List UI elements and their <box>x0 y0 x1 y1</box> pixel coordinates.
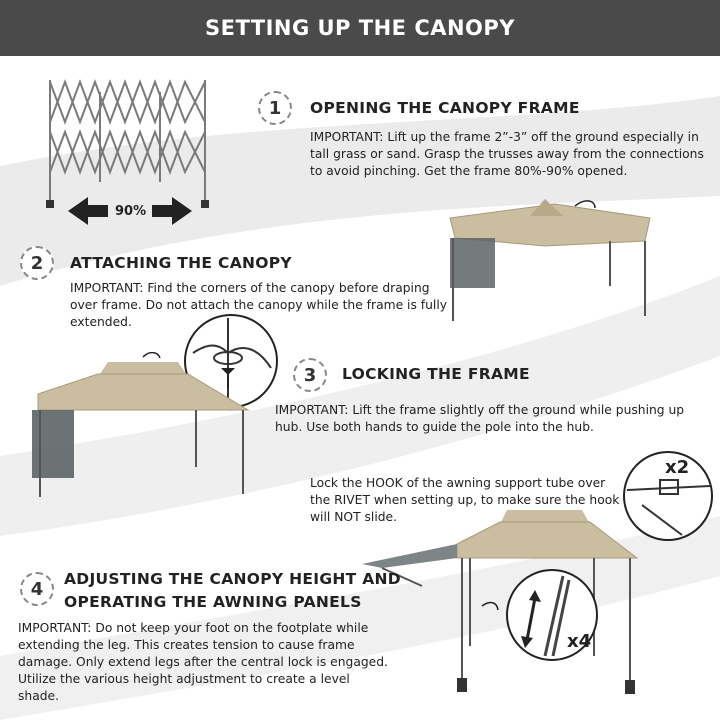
open-percent-label: 90% <box>115 204 147 219</box>
step-3-text: IMPORTANT: Lift the frame slightly off t… <box>275 403 685 434</box>
canopy-drape-illustration <box>449 199 651 321</box>
step-4-title-line1: ADJUSTING THE CANOPY HEIGHT AND <box>64 570 401 588</box>
step-3-note: Lock the HOOK of the awning support tube… <box>310 476 620 524</box>
step-1-number: 1 <box>258 91 292 125</box>
hook-detail-illustration <box>623 451 713 541</box>
step-2-text: IMPORTANT: Find the corners of the canop… <box>70 281 448 329</box>
step-4-number: 4 <box>20 572 54 606</box>
step-3-title: LOCKING THE FRAME <box>342 365 530 383</box>
step-1-text: IMPORTANT: Lift up the frame 2”-3” off t… <box>310 130 704 178</box>
step-2-number: 2 <box>20 246 54 280</box>
step-3-number: 3 <box>293 358 327 392</box>
page-title: SETTING UP THE CANOPY <box>204 16 516 40</box>
step-4-text: IMPORTANT: Do not keep your foot on the … <box>18 621 388 703</box>
arrow-right-icon <box>152 197 192 225</box>
hook-count-label: x2 <box>665 457 690 478</box>
step-1-title: OPENING THE CANOPY FRAME <box>310 99 580 117</box>
canopy-sidewall-illustration <box>32 352 250 497</box>
page-header: SETTING UP THE CANOPY <box>0 0 720 56</box>
step-4-title-line2: OPERATING THE AWNING PANELS <box>64 593 362 611</box>
leg-count-label: x4 <box>567 631 592 652</box>
leg-adjust-illustration <box>506 569 598 661</box>
arrow-left-icon <box>68 197 108 225</box>
canopy-awning-illustration <box>362 510 639 694</box>
step-2-title: ATTACHING THE CANOPY <box>70 254 292 272</box>
frame-illustration <box>46 79 209 208</box>
